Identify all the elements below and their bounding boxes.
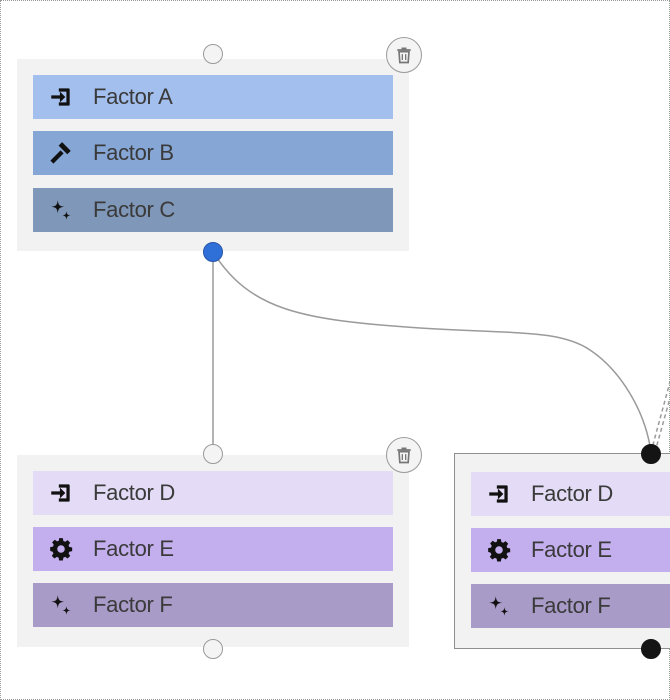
enter-icon <box>47 83 75 111</box>
enter-icon <box>47 479 75 507</box>
node-bottom-left[interactable]: Factor D Factor E Factor F <box>17 455 409 647</box>
row-label: Factor B <box>93 140 174 165</box>
node-bottom-left-input-handle[interactable] <box>203 444 223 464</box>
row-factor-e[interactable]: Factor E <box>33 527 393 571</box>
gear-icon <box>485 536 513 564</box>
node-bottom-right-output-handle[interactable] <box>641 639 661 659</box>
row-factor-d[interactable]: Factor D <box>471 472 670 516</box>
row-label: Factor A <box>93 84 173 109</box>
row-factor-b[interactable]: Factor B <box>33 131 393 175</box>
enter-icon <box>485 480 513 508</box>
row-label: Factor E <box>531 537 612 562</box>
trash-icon <box>397 47 411 64</box>
row-label: Factor D <box>531 481 613 506</box>
node-top[interactable]: Factor A Factor B Factor C <box>17 59 409 251</box>
row-factor-f[interactable]: Factor F <box>33 583 393 627</box>
row-label: Factor F <box>531 593 611 618</box>
node-bottom-left-output-handle[interactable] <box>203 639 223 659</box>
row-factor-c[interactable]: Factor C <box>33 188 393 232</box>
node-bottom-right[interactable]: Factor D Factor E Factor F <box>454 453 670 649</box>
trash-icon <box>397 447 411 464</box>
edge-top-to-bottom-right[interactable] <box>212 251 652 453</box>
sparkles-icon <box>47 591 75 619</box>
row-label: Factor C <box>93 197 175 222</box>
row-label: Factor D <box>93 480 175 505</box>
row-factor-f[interactable]: Factor F <box>471 584 670 628</box>
edge-offscreen-dashed-1[interactable] <box>650 381 670 453</box>
row-label: Factor F <box>93 592 173 617</box>
node-bottom-right-input-handle[interactable] <box>641 444 661 464</box>
node-top-delete-button[interactable] <box>386 37 422 73</box>
node-bottom-left-delete-button[interactable] <box>386 437 422 473</box>
row-label: Factor E <box>93 536 174 561</box>
row-factor-a[interactable]: Factor A <box>33 75 393 119</box>
sparkles-icon <box>485 592 513 620</box>
gavel-icon <box>47 139 75 167</box>
row-factor-d[interactable]: Factor D <box>33 471 393 515</box>
edge-offscreen-dashed-2[interactable] <box>654 397 670 453</box>
node-top-output-handle[interactable] <box>203 242 223 262</box>
sparkles-icon <box>47 196 75 224</box>
row-factor-e[interactable]: Factor E <box>471 528 670 572</box>
gear-icon <box>47 535 75 563</box>
node-top-input-handle[interactable] <box>203 44 223 64</box>
